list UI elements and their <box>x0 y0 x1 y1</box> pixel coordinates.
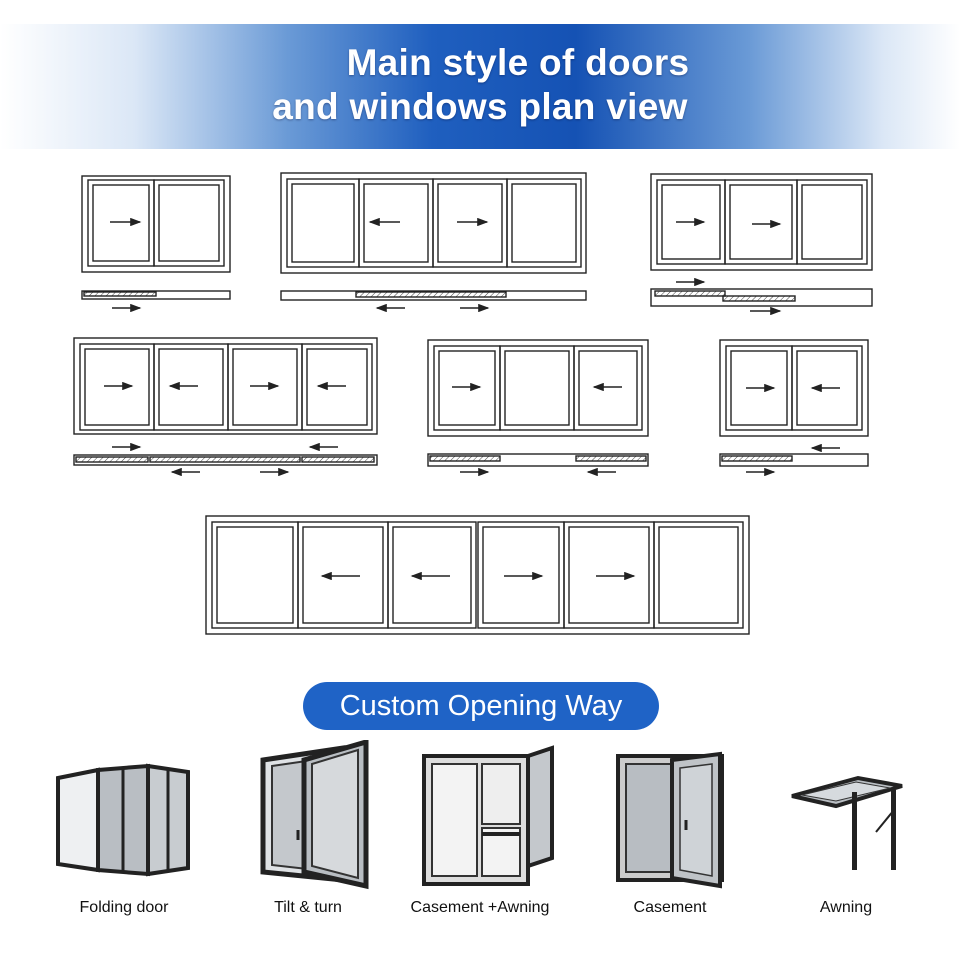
casement-icon <box>612 740 772 890</box>
plan-2-panel-a <box>81 175 231 313</box>
title-banner: Main style of doors and windows plan vie… <box>0 24 960 149</box>
page-title-line2: and windows plan view <box>272 86 688 127</box>
caption-tilt-turn: Tilt & turn <box>274 899 342 916</box>
plan-3-panel-b <box>427 339 649 477</box>
plan-view-diagrams <box>73 172 873 635</box>
caption-folding-door: Folding door <box>79 899 169 916</box>
awning-icon <box>784 740 944 890</box>
page-title-line1: Main style of doors <box>346 42 690 83</box>
plan-4-panel-b <box>73 337 378 477</box>
folding-door-icon <box>50 740 210 890</box>
plan-4-panel-a <box>280 172 587 313</box>
plan-2-panel-b <box>719 339 869 477</box>
caption-casement: Casement <box>633 899 707 916</box>
caption-casement-awning: Casement +Awning <box>410 899 550 916</box>
custom-opening-way-pill: Custom Opening Way <box>303 682 659 730</box>
plan-3-panel-a <box>650 173 873 316</box>
casement-awning-icon <box>420 740 580 890</box>
tilt-turn-icon <box>258 740 418 890</box>
caption-awning: Awning <box>819 899 873 916</box>
plan-6-panel <box>205 515 750 635</box>
